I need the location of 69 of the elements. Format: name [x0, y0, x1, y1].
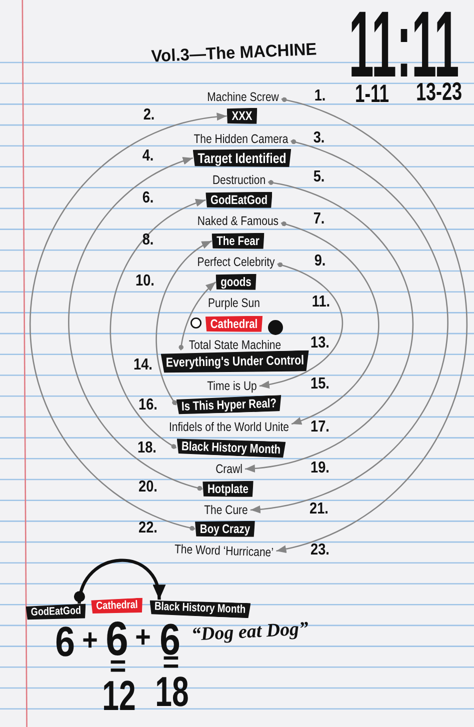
track-number: 21.	[310, 504, 328, 516]
track-number: 4.	[142, 150, 154, 164]
track-number: 8.	[142, 234, 154, 248]
track-number: 1.	[314, 90, 326, 104]
track-number: 19.	[310, 462, 330, 476]
curved-arrow	[276, 97, 468, 554]
tape-label: Is This Hyper Real?	[176, 394, 282, 416]
curved-arrow	[156, 240, 212, 406]
track-number: 2.	[143, 110, 155, 122]
track-title: Crawl	[213, 462, 245, 476]
track-title: Infidels of the World Unite	[166, 420, 292, 434]
curved-arrow	[74, 558, 164, 604]
curved-arrow	[250, 139, 448, 514]
track-number: 15.	[310, 378, 330, 392]
track-number: 14.	[134, 360, 152, 372]
track-number: 7.	[313, 214, 325, 226]
track-title: Destruction	[210, 172, 268, 188]
track-title: Purple Sun	[207, 296, 261, 310]
curved-arrow	[259, 262, 344, 389]
math-number: 18	[155, 675, 189, 709]
track-title: Machine Screw	[204, 90, 282, 104]
curved-arrow	[280, 221, 380, 425]
track-number: 6.	[142, 192, 154, 206]
curved-arrow	[68, 157, 203, 491]
track-title: Naked & Famous	[194, 214, 282, 228]
curved-arrow	[244, 180, 414, 473]
range-label: 1-11	[354, 84, 390, 104]
track-number: 10.	[136, 276, 154, 288]
track-number: 17.	[310, 422, 330, 434]
quote: “Dog eat Dog”	[191, 619, 309, 645]
tape-label: Everything's Under Control	[160, 350, 310, 374]
tape-label: Black History Month	[149, 600, 251, 618]
track-title: Total State Machine	[188, 338, 282, 352]
tape-label: The Fear	[212, 232, 264, 250]
tape-label: Cathedral	[205, 316, 263, 332]
plus-sign: +	[82, 629, 98, 653]
track-title: Time is Up	[204, 378, 260, 394]
tape-label: Target Identified	[192, 148, 292, 168]
plus-sign: +	[135, 626, 151, 650]
curved-arrow	[178, 282, 216, 350]
tape-label: XXX	[226, 108, 258, 124]
track-title: Perfect Celebrity	[194, 254, 278, 270]
track-number: 18.	[138, 442, 156, 456]
tape-label: Black History Month	[176, 438, 286, 458]
track-number: 3.	[313, 132, 325, 146]
tape-label: Boy Crazy	[195, 520, 255, 538]
tape-label: goods	[216, 274, 256, 290]
math-number: 6	[55, 625, 75, 659]
track-number: 23.	[310, 544, 330, 558]
track-title: The Cure	[202, 502, 250, 518]
range-label: 13-23	[416, 82, 462, 102]
tape-label: Hotplate	[202, 480, 254, 498]
tape-label: GodEatGod	[26, 604, 86, 620]
track-number: 5.	[313, 172, 325, 184]
tape-label: Cathedral	[91, 598, 143, 614]
curved-arrow	[110, 198, 206, 449]
track-number: 9.	[314, 256, 326, 268]
track-number: 13.	[310, 338, 330, 350]
track-title: The Word ‘Hurricane’	[172, 542, 276, 560]
math-number: 12	[102, 679, 136, 713]
curved-arrow	[29, 112, 227, 531]
track-number: 16.	[138, 400, 158, 412]
track-number: 22.	[138, 522, 158, 536]
track-title: The Hidden Camera	[191, 132, 291, 146]
title: Vol.3—The MACHINE	[150, 40, 318, 66]
track-number: 20.	[138, 482, 158, 494]
track-number: 11.	[312, 296, 330, 310]
tape-label: GodEatGod	[206, 192, 272, 208]
headline: 11:11	[348, 6, 460, 82]
